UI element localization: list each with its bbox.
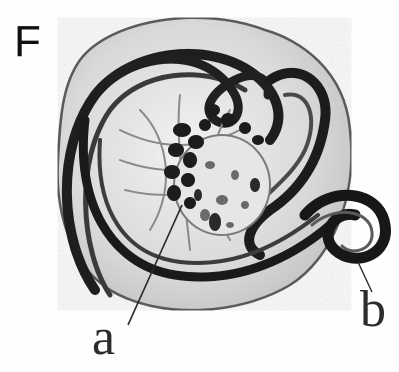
label-b: b <box>360 284 386 336</box>
label-a: a <box>92 312 115 364</box>
